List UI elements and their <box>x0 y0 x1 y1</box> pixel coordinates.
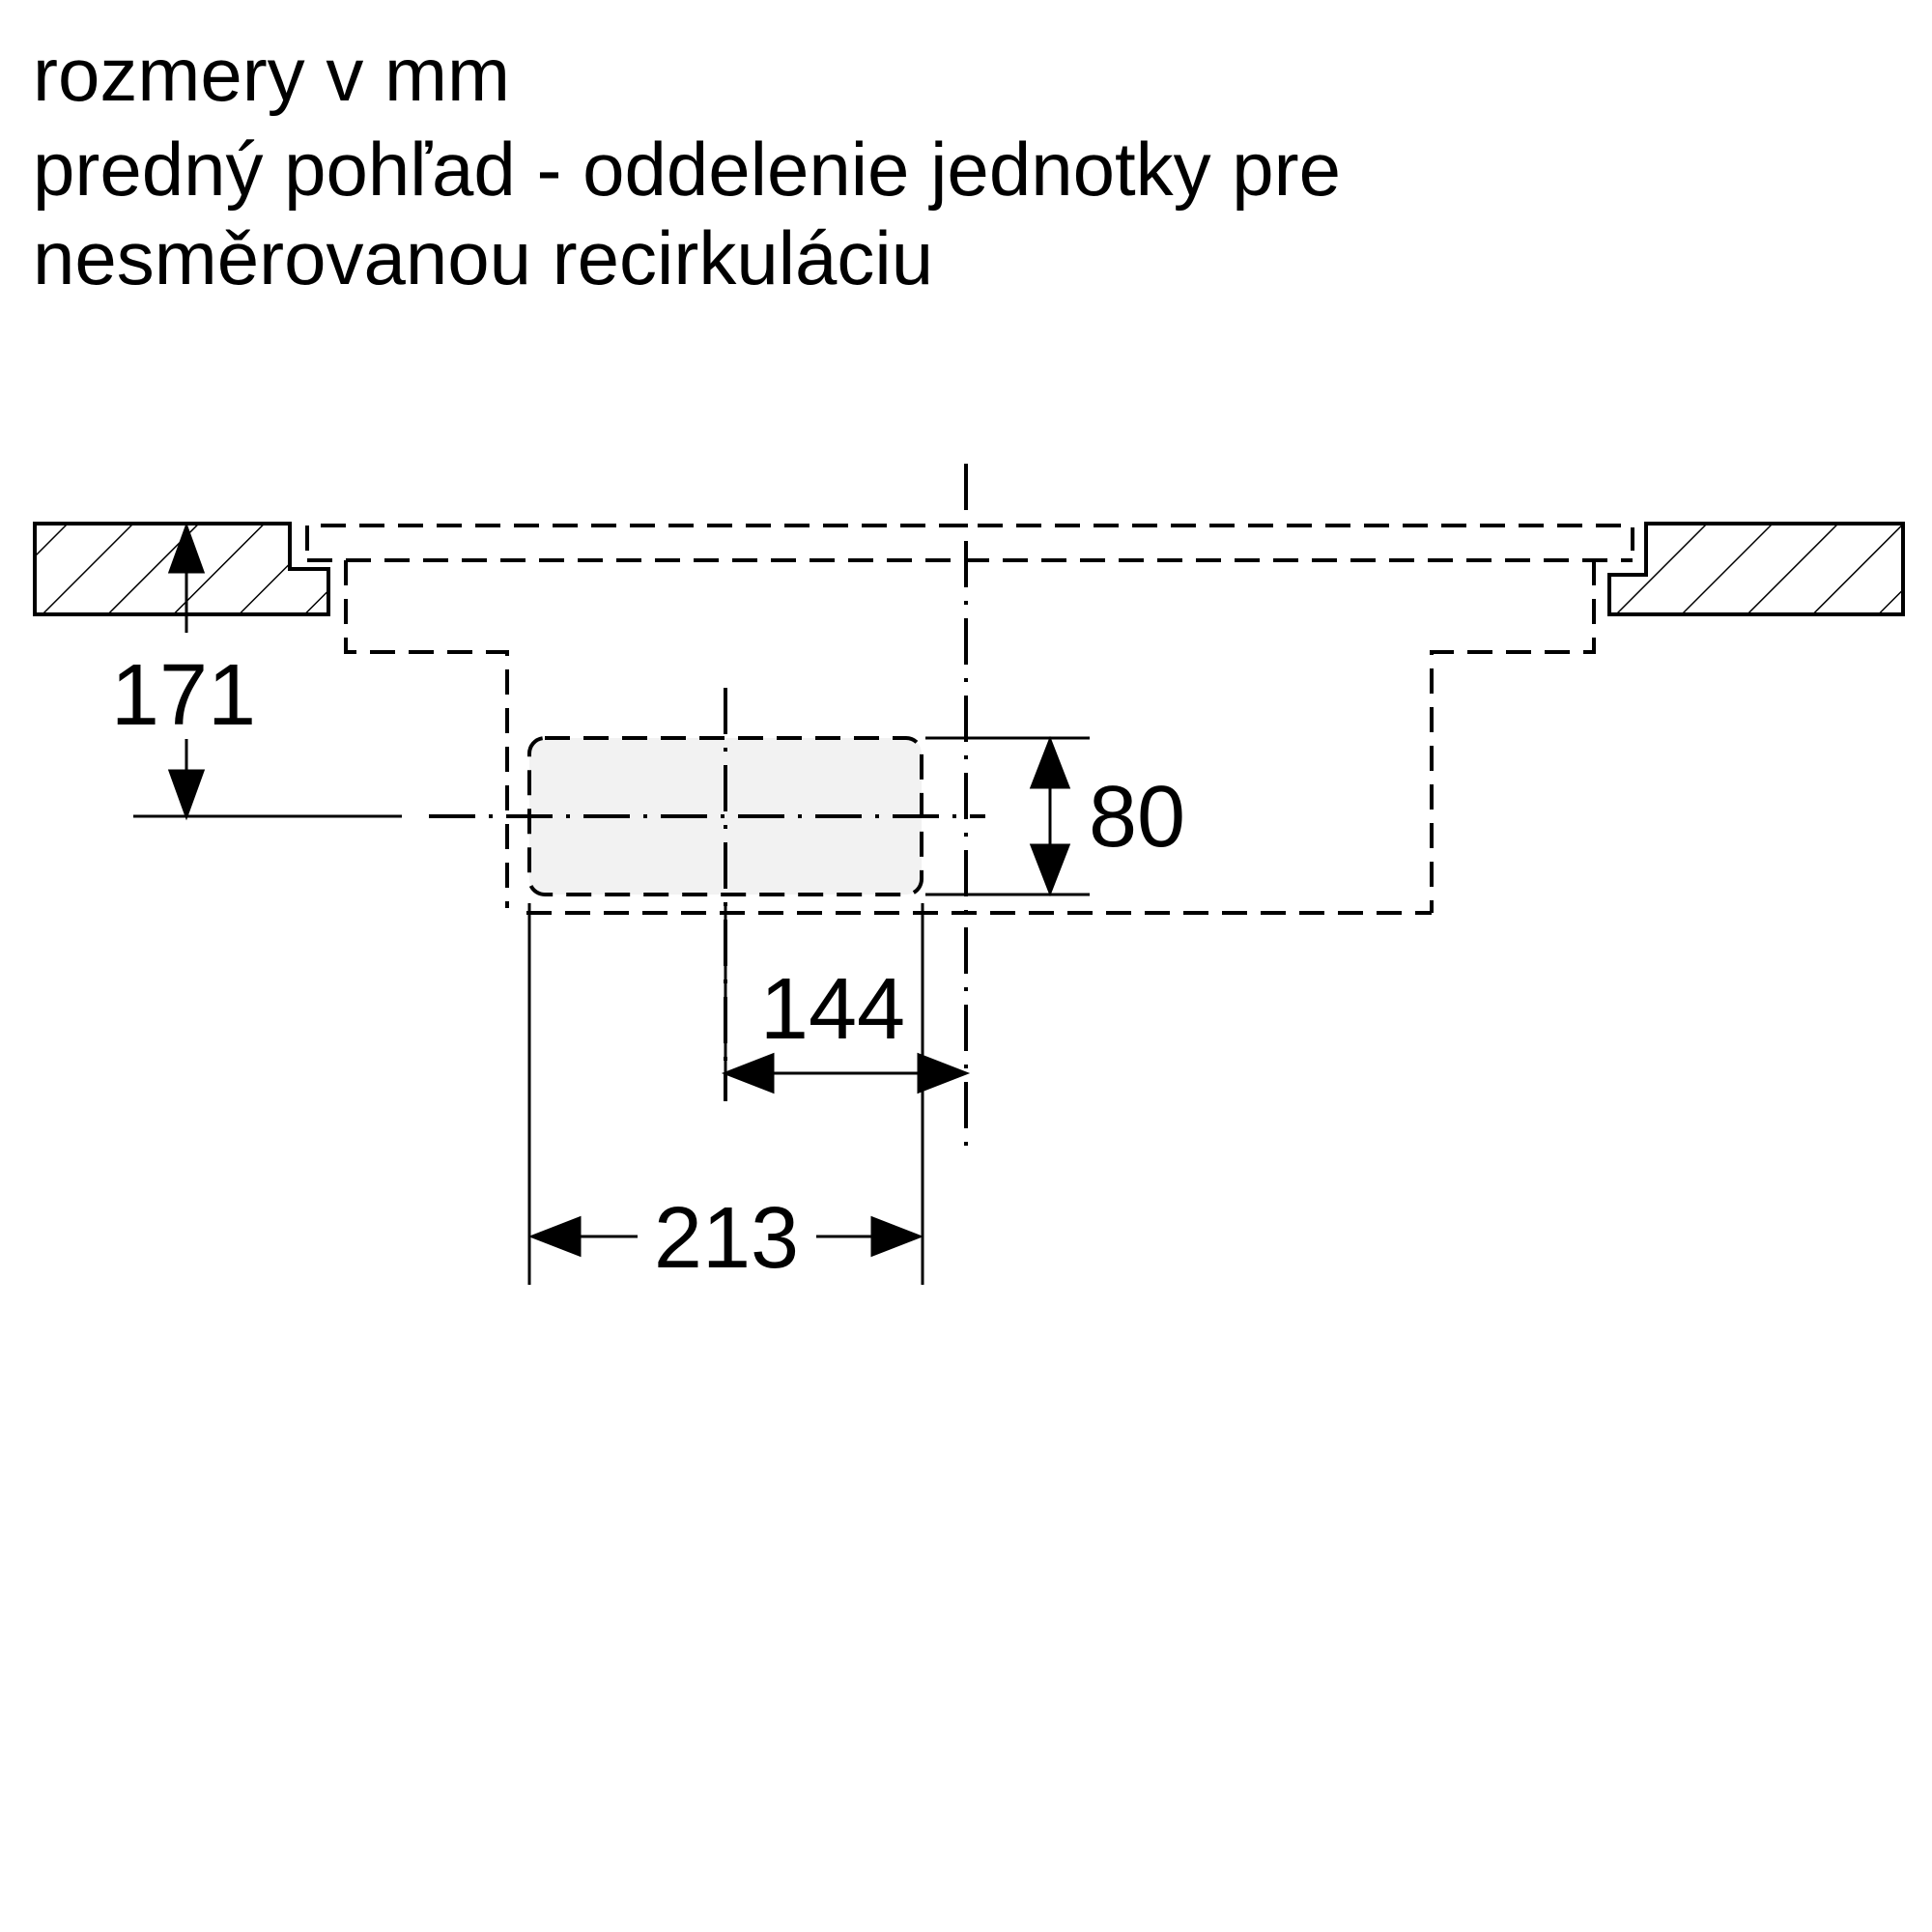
dimension-144-label: 144 <box>760 961 905 1058</box>
title-view-line-1: predný pohľad - oddelenie jednotky pre <box>33 127 1342 212</box>
appliance-outline-hidden <box>305 524 1634 915</box>
dimension-213-label: 213 <box>654 1190 799 1287</box>
dimension-213 <box>527 903 924 1285</box>
title-view-line-2: nesměrovanou recirkuláciu <box>33 215 934 300</box>
dimension-80-label: 80 <box>1089 769 1185 866</box>
dimension-144 <box>721 903 971 1101</box>
dimension-171 <box>167 522 206 821</box>
worktop-right <box>1607 522 1905 616</box>
title-units: rozmery v mm <box>33 32 510 117</box>
dimension-171-label: 171 <box>111 647 256 744</box>
dimension-80 <box>925 735 1090 897</box>
